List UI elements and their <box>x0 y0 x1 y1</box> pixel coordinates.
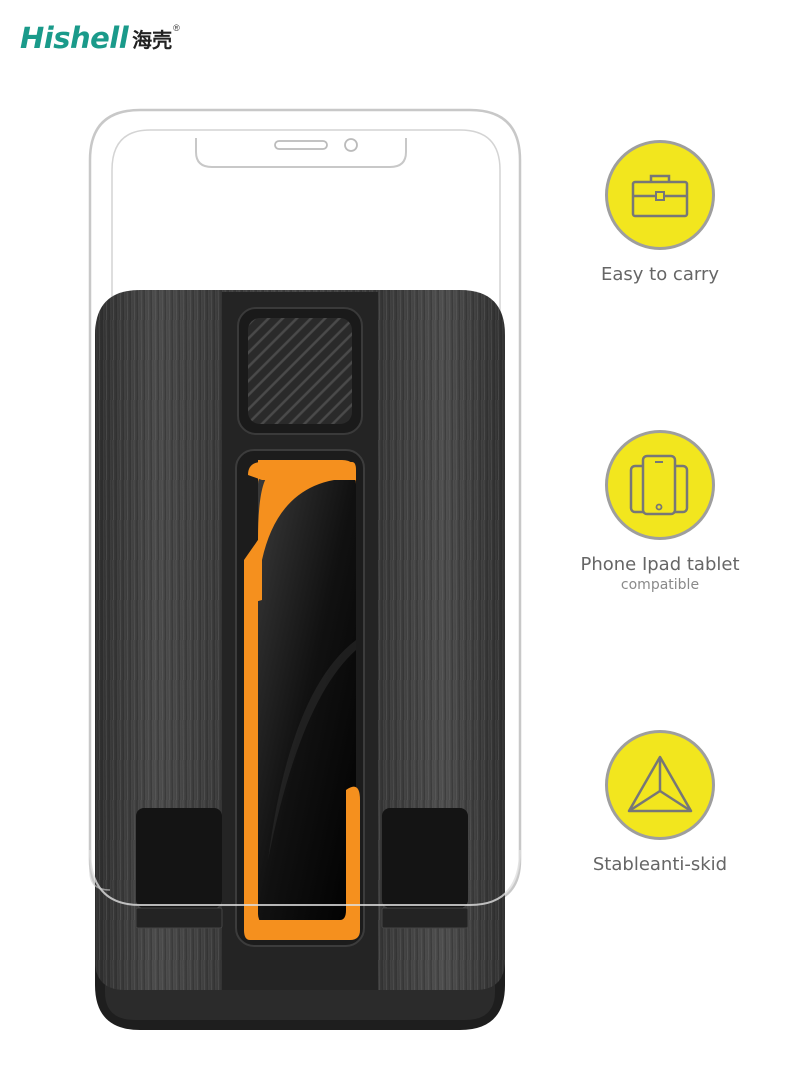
camera-icon <box>344 138 358 152</box>
device-badge <box>605 430 715 540</box>
folding-arm <box>235 449 365 947</box>
brand-logo: Hishell 海壳 ® <box>20 18 180 58</box>
registered-mark: ® <box>173 23 180 33</box>
brand-name-cn: 海壳 <box>132 28 173 52</box>
stand-foot-right <box>381 808 469 929</box>
feature-label: Stableanti-skid <box>592 854 728 875</box>
phone-tablet-icon <box>629 454 689 516</box>
feature-label: Easy to carry <box>600 264 719 285</box>
feature-easy-to-carry: Easy to carry <box>560 140 760 285</box>
feature-stable: Stableanti-skid <box>560 730 760 875</box>
triangle-stand-icon <box>627 755 693 813</box>
stand-foot-left <box>135 808 223 929</box>
feature-compatible: Phone Ipad tablet compatible <box>560 430 760 593</box>
feature-sublabel: compatible <box>620 577 700 593</box>
phone-stand-illustration <box>88 108 522 1030</box>
grip-pad <box>237 307 363 435</box>
speaker-icon <box>274 140 328 150</box>
briefcase-badge <box>605 140 715 250</box>
triangle-badge <box>605 730 715 840</box>
brand-name-en: Hishell <box>20 21 129 55</box>
feature-label: Phone Ipad tablet <box>580 554 740 575</box>
briefcase-icon <box>631 174 689 218</box>
